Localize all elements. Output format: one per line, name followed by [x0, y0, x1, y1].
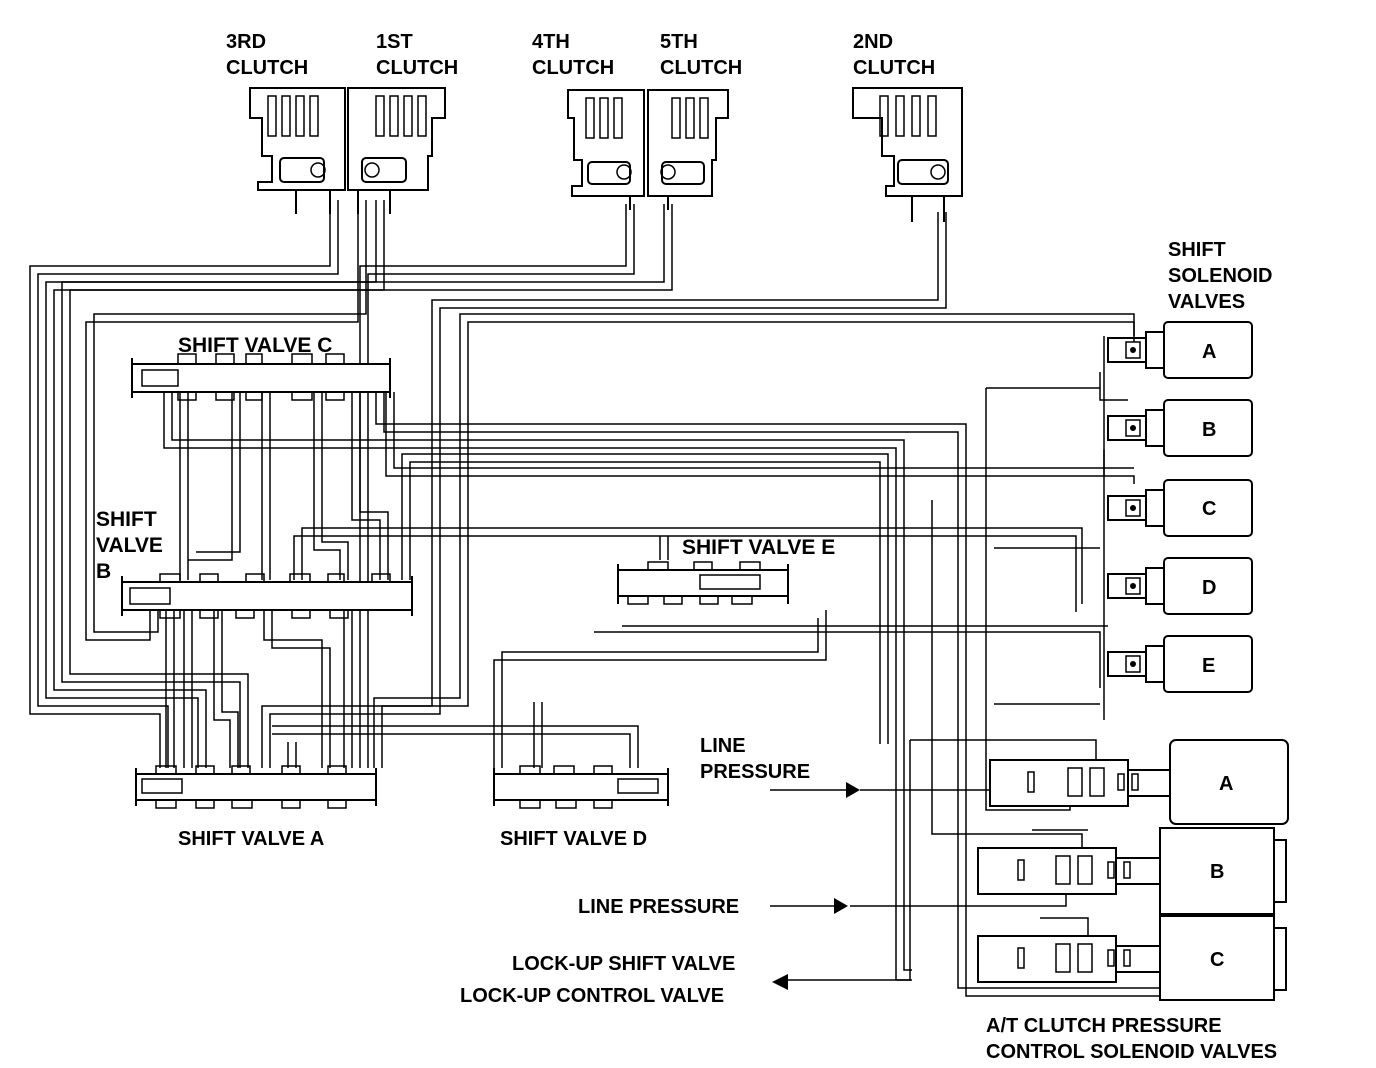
clutch-4th-label-line2: CLUTCH [532, 57, 614, 79]
clutch-2nd-label-line2: CLUTCH [853, 57, 935, 79]
pressure-solenoid-a-label: A [1219, 773, 1233, 795]
shift-solenoid-title-line2: SOLENOID [1168, 265, 1272, 287]
pressure-solenoid-title-line1: A/T CLUTCH PRESSURE [986, 1015, 1222, 1037]
pressure-solenoid-c-label: C [1210, 949, 1224, 971]
shift-solenoid-a-label: A [1202, 341, 1216, 363]
shift-valve-e-label: SHIFT VALVE E [682, 536, 835, 559]
clutch-5th-assembly [647, 89, 729, 210]
shift-solenoid-c-label: C [1202, 498, 1216, 520]
shift-solenoid-e [1107, 635, 1253, 693]
shift-solenoid-e-label: E [1202, 655, 1215, 677]
pressure-solenoid-c [977, 915, 1287, 1001]
pressure-solenoid-b [977, 827, 1287, 915]
clutch-5th-label-line2: CLUTCH [660, 57, 742, 79]
shift-solenoid-b-label: B [1202, 419, 1216, 441]
clutch-1st-label-line2: CLUTCH [376, 57, 458, 79]
lockup-shift-valve-label: LOCK-UP SHIFT VALVE [512, 953, 735, 975]
shift-solenoid-d [1107, 557, 1253, 615]
shift-valve-b-label-line3: B [96, 560, 111, 583]
pressure-solenoid-a [989, 739, 1289, 825]
clutch-4th-assembly [567, 89, 645, 210]
clutch-3rd-label-line1: 3RD [226, 31, 266, 53]
shift-valve-c [131, 353, 391, 401]
clutch-5th-label-line1: 5TH [660, 31, 698, 53]
clutch-1st-label-line1: 1ST [376, 31, 413, 53]
shift-valve-d [493, 765, 669, 809]
hydraulic-lines [29, 200, 1160, 997]
pressure-solenoid-b-label: B [1210, 861, 1224, 883]
shift-valve-a-label: SHIFT VALVE A [178, 828, 324, 850]
lockup-arrow [772, 974, 788, 990]
clutch-3rd-assembly [249, 87, 346, 214]
clutch-4th-label-line1: 4TH [532, 31, 570, 53]
shift-valve-b-label-line2: VALVE [96, 534, 163, 557]
shift-solenoid-d-label: D [1202, 577, 1216, 599]
shift-valve-a [135, 765, 377, 809]
line-pressure-1-label-line2: PRESSURE [700, 761, 810, 783]
pressure-solenoid-title-line2: CONTROL SOLENOID VALVES [986, 1041, 1277, 1063]
line-pressure-2-label: LINE PRESSURE [578, 896, 739, 918]
line-pressure-1-arrow [770, 782, 860, 798]
shift-solenoid-title-line3: VALVES [1168, 291, 1245, 313]
shift-solenoid-b [1107, 399, 1253, 457]
shift-valve-d-label: SHIFT VALVE D [500, 828, 647, 850]
clutch-2nd-assembly [852, 87, 963, 222]
shift-valve-b-label-line1: SHIFT [96, 508, 157, 531]
clutch-3rd-label-line2: CLUTCH [226, 57, 308, 79]
line-pressure-1-label-line1: LINE [700, 735, 746, 757]
shift-solenoid-a [1107, 321, 1253, 379]
line-pressure-2-arrow [770, 898, 848, 914]
shift-valve-b [121, 573, 413, 619]
clutch-2nd-label-line1: 2ND [853, 31, 893, 53]
shift-valve-c-label: SHIFT VALVE C [178, 334, 332, 357]
lockup-control-valve-label: LOCK-UP CONTROL VALVE [460, 985, 724, 1007]
shift-solenoid-c [1107, 479, 1253, 537]
shift-valve-e [617, 561, 789, 605]
shift-solenoid-title-line1: SHIFT [1168, 239, 1226, 261]
clutch-1st-assembly [347, 87, 446, 214]
